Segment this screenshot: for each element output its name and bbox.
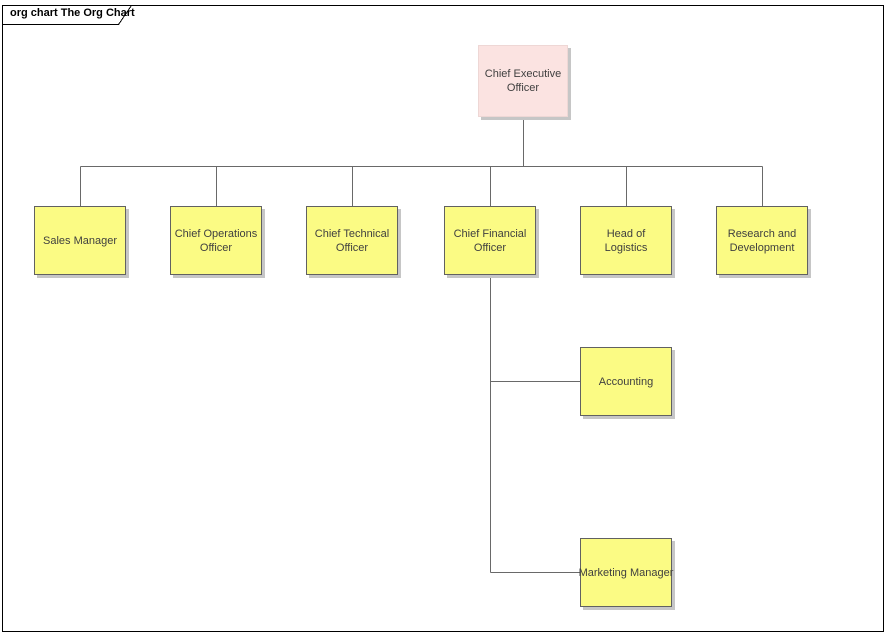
org-node-chief-financial-officer[interactable]: Chief Financial Officer — [444, 206, 536, 275]
org-node-label: Head of Logistics — [604, 227, 648, 254]
org-node-chief-technical-officer[interactable]: Chief Technical Officer — [306, 206, 398, 275]
org-node-label: Chief Technical Officer — [314, 227, 390, 254]
org-node-chief-operations-officer[interactable]: Chief Operations Officer — [170, 206, 262, 275]
org-node-label: Chief Executive Officer — [484, 68, 562, 94]
org-node-label: Research and Development — [727, 227, 797, 254]
diagram-frame-tab — [2, 5, 133, 25]
org-node-marketing-manager[interactable]: Marketing Manager — [578, 538, 674, 607]
org-node-label: Accounting — [598, 375, 654, 388]
org-node-label: Sales Manager — [43, 234, 117, 247]
org-node-chief-executive-officer[interactable]: Chief Executive Officer — [478, 45, 568, 117]
org-node-accounting[interactable]: Accounting — [580, 347, 672, 416]
diagram-frame-border — [2, 5, 884, 632]
org-node-label: Chief Financial Officer — [453, 227, 527, 254]
org-node-label: Chief Operations Officer — [174, 227, 258, 254]
org-node-sales-manager[interactable]: Sales Manager — [34, 206, 126, 275]
org-node-head-of-logistics[interactable]: Head of Logistics — [580, 206, 672, 275]
org-node-research-and-development[interactable]: Research and Development — [716, 206, 808, 275]
diagram-frame-label: org chart The Org Chart — [10, 7, 135, 19]
org-node-label: Marketing Manager — [578, 566, 674, 579]
